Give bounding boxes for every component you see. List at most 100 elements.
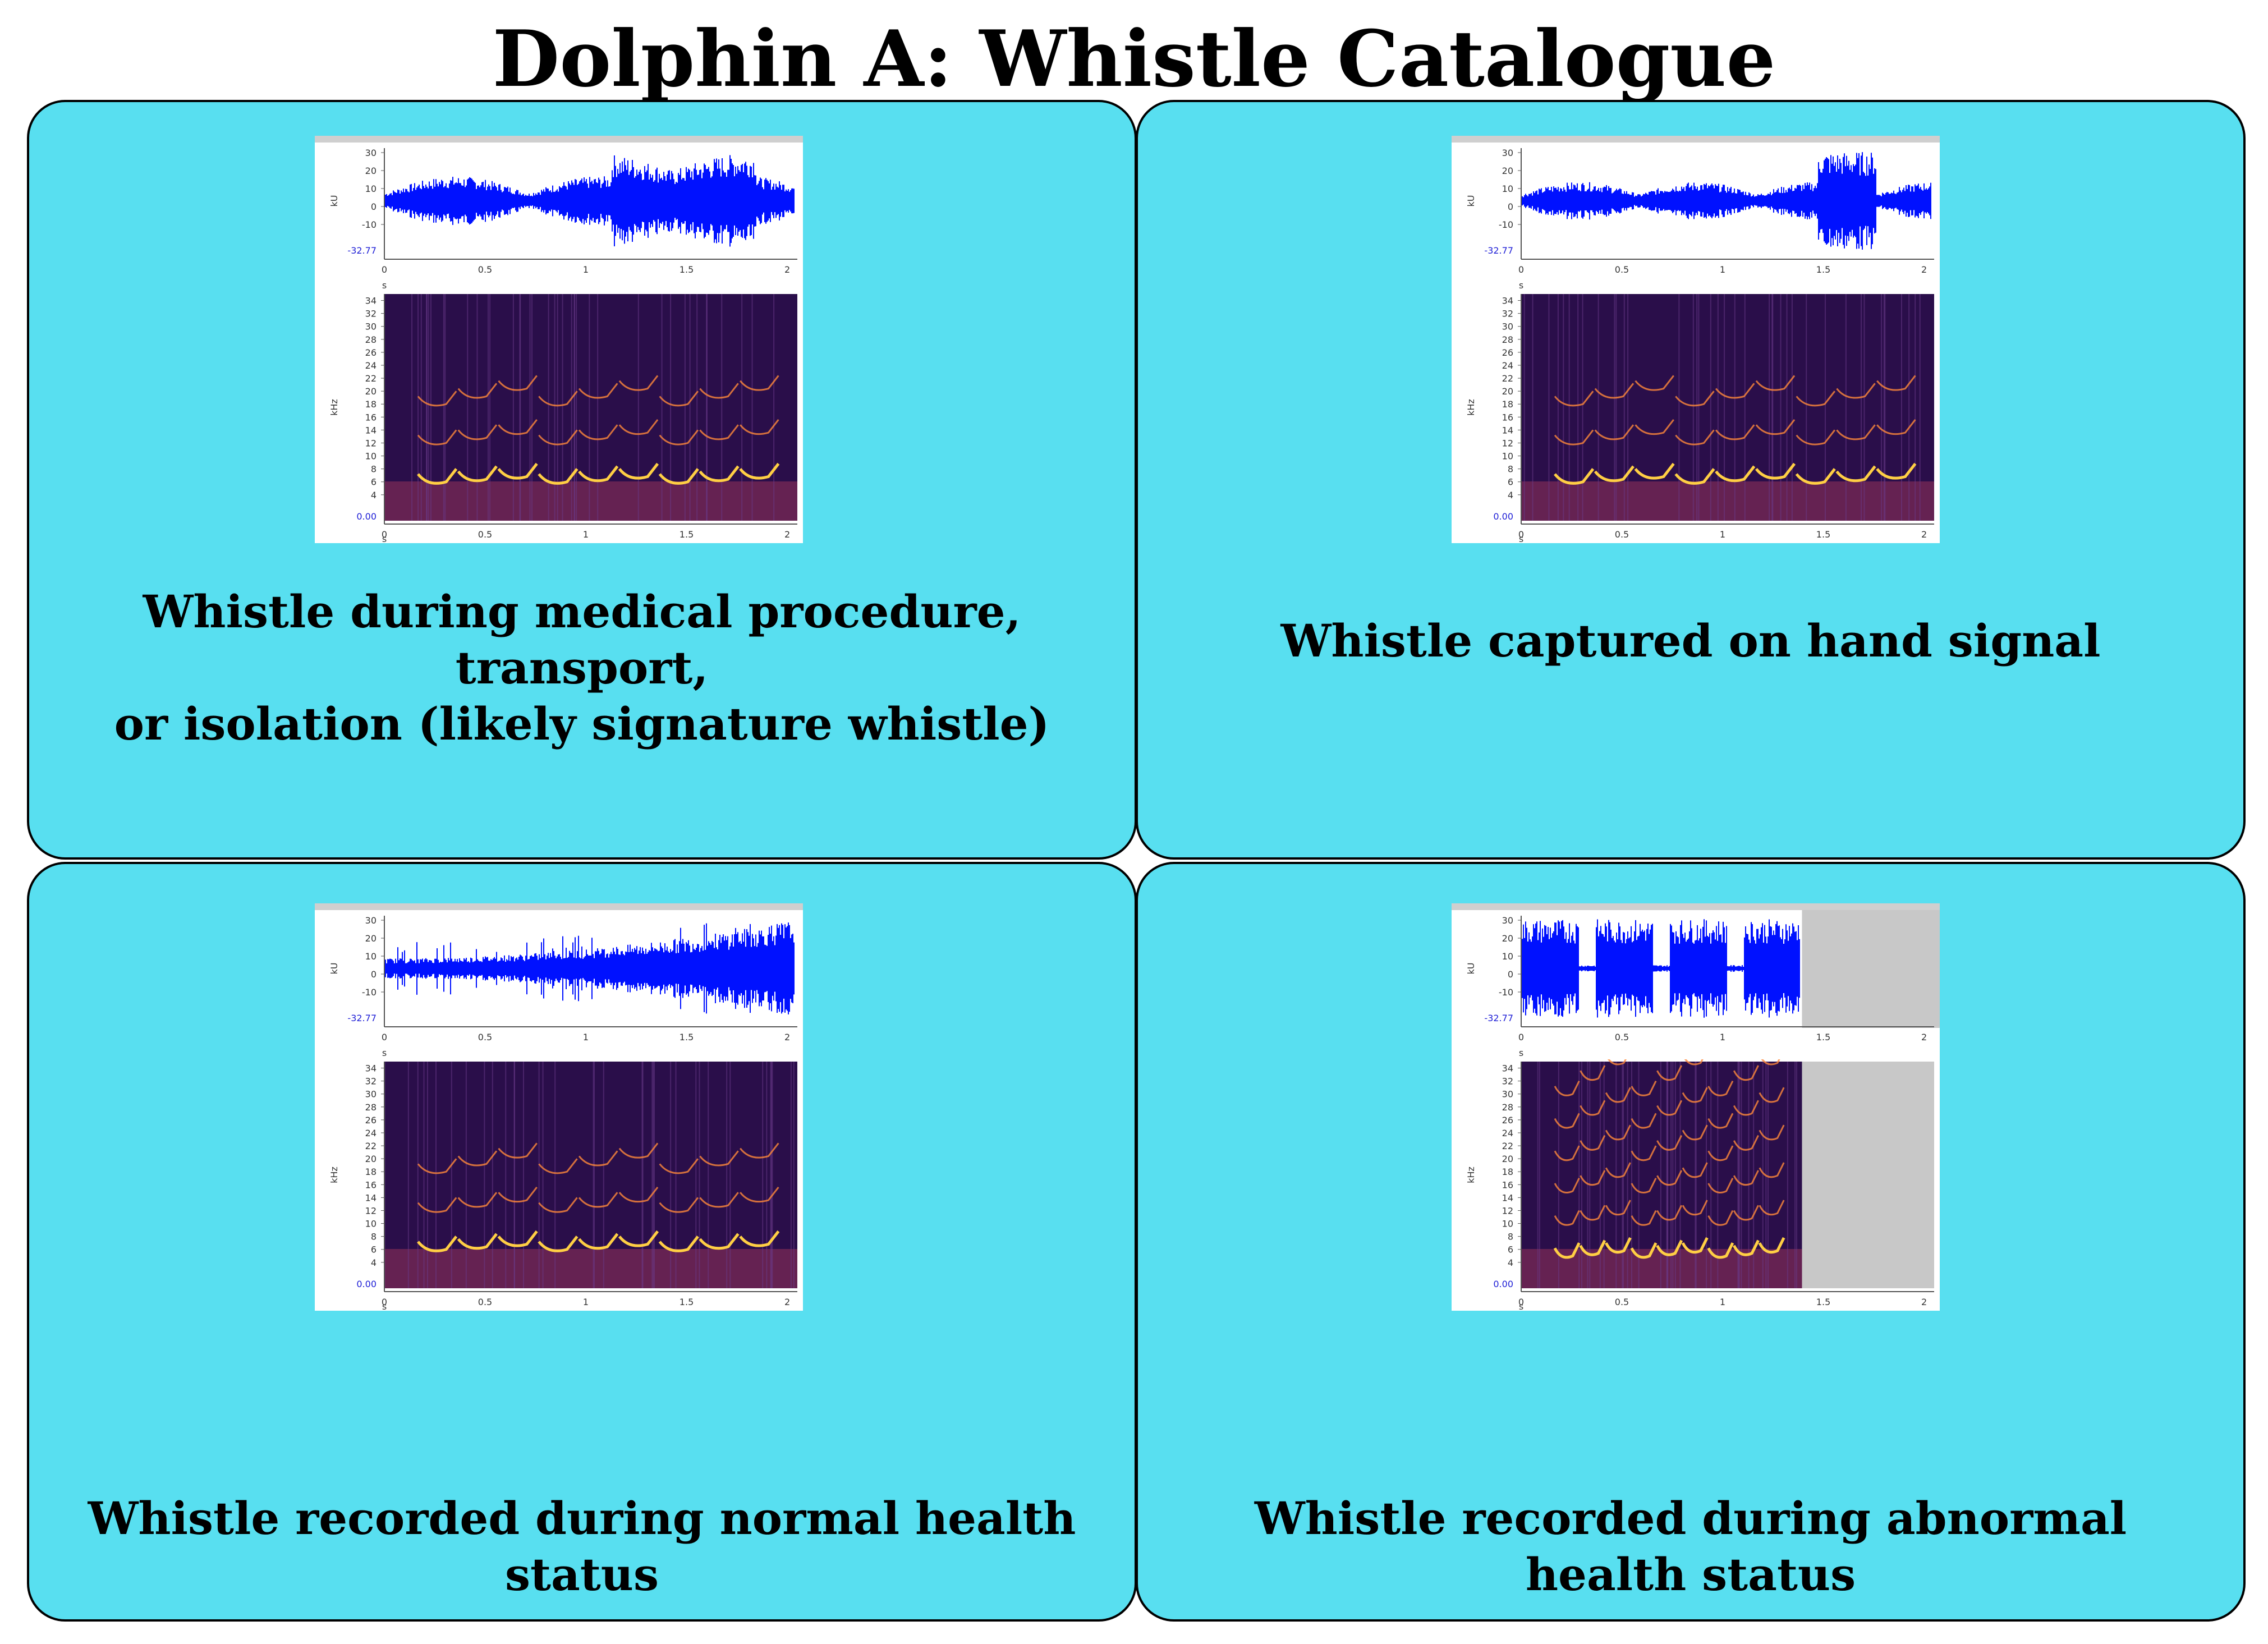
- spectrogram-x-tick-label: 2: [1921, 1297, 1927, 1307]
- spectrogram-tick-label: 34: [1502, 296, 1513, 306]
- spectrogram-tick-label: 6: [371, 1245, 377, 1255]
- spectrogram-tick-label: 12: [1502, 1205, 1513, 1216]
- spectrogram-tick-label: 20: [365, 1154, 377, 1164]
- harmonic-contour: [1554, 1162, 1785, 1193]
- spectrogram-tick-label: 12: [365, 438, 377, 448]
- spectrogram-tick-label: 14: [365, 425, 377, 435]
- spectrogram-x-tick-label: 2: [784, 529, 790, 540]
- harmonic-contour: [417, 419, 779, 446]
- waveform-x-tick-label: 1.5: [1816, 264, 1830, 275]
- waveform-x-unit: s: [1519, 280, 1523, 291]
- waveform-tick-label: 30: [1502, 915, 1513, 926]
- waveform-tick-label: 20: [365, 933, 377, 944]
- waveform-x-tick-label: 1.5: [680, 264, 694, 275]
- spectrogram-tick-label: 12: [365, 1205, 377, 1216]
- waveform-tick-label: 0: [371, 201, 377, 212]
- harmonic-contour: [1554, 1087, 1785, 1129]
- spectrogram-tick-label: 14: [365, 1192, 377, 1203]
- waveform-x-tick-label: 0: [382, 264, 387, 275]
- waveform-x-unit: s: [1519, 1048, 1523, 1058]
- spectrogram-y-label: kHz: [329, 399, 339, 416]
- waveform-tick-label: 20: [1502, 166, 1513, 176]
- waveform-tick-label: -10: [362, 987, 377, 998]
- page-title: Dolphin A: Whistle Catalogue: [492, 13, 1776, 104]
- spectrogram-x-tick-label: 1: [1720, 1297, 1725, 1307]
- spectrogram-tick-label: 28: [365, 1102, 377, 1113]
- spectrogram-zero-label: 0.00: [1493, 1279, 1513, 1289]
- spectrogram-tick-label: 10: [365, 451, 377, 462]
- waveform-x-tick-label: 0: [1518, 264, 1524, 275]
- waveform-trace: [385, 922, 795, 1014]
- spectrogram-x-unit: s: [382, 534, 387, 543]
- spectrogram-x-tick-label: 0: [1518, 529, 1524, 540]
- waveform-tick-label: 20: [1502, 933, 1513, 944]
- spectrogram-low-band: [1521, 1249, 1802, 1288]
- spectrogram-tick-label: 26: [1502, 1115, 1513, 1126]
- harmonic-contour: [417, 1187, 779, 1213]
- spectrogram-tick-label: 30: [1502, 322, 1513, 332]
- spectrogram-x-tick-label: 0.5: [478, 1297, 492, 1307]
- spectrogram-tick-label: 4: [371, 490, 377, 500]
- harmonic-contour: [417, 462, 780, 485]
- spectrogram-tick-label: 30: [365, 322, 377, 332]
- waveform-min-label: -32.77: [347, 1013, 377, 1023]
- spectrogram-x-tick-label: 1.5: [1816, 1297, 1830, 1307]
- spectrogram-tick-label: 20: [1502, 1154, 1513, 1164]
- waveform-x-tick-label: 1: [583, 264, 589, 275]
- spectrogram-x-tick-label: 0: [382, 1297, 387, 1307]
- spectrogram-x-tick-label: 2: [784, 1297, 790, 1307]
- spectrogram-tick-label: 34: [365, 296, 377, 306]
- spectrogram-tick-label: 18: [1502, 399, 1513, 410]
- waveform-x-tick-label: 1.5: [680, 1032, 694, 1043]
- waveform-trace: [385, 155, 795, 247]
- spectrogram-x-tick-label: 1.5: [1816, 529, 1830, 540]
- waveform-tick-label: 30: [365, 915, 377, 926]
- waveform-min-label: -32.77: [347, 245, 377, 256]
- spectrogram-x-tick-label: 0.5: [1615, 529, 1629, 540]
- waveform-x-tick-label: 0: [382, 1032, 387, 1043]
- spectrogram-tick-label: 22: [365, 1141, 377, 1151]
- spectrogram-x-tick-label: 2: [1921, 529, 1927, 540]
- waveform-tick-label: 10: [365, 951, 377, 962]
- spectrogram-tick-label: 16: [1502, 1179, 1513, 1190]
- panel-caption: Whistle recorded during abnormal health …: [1172, 1490, 2210, 1602]
- spectrogram-tick-label: 32: [365, 309, 377, 319]
- spectrogram-tick-label: 12: [1502, 438, 1513, 448]
- spectrogram-tick-label: 6: [371, 477, 377, 488]
- waveform-tick-label: -10: [1499, 219, 1513, 230]
- empty-region: [1802, 910, 1940, 1028]
- spectrogram-tick-label: 20: [1502, 386, 1513, 397]
- waveform-tick-label: 10: [1502, 183, 1513, 194]
- waveform-y-label: kU: [1466, 963, 1476, 975]
- spectrogram-tick-label: 34: [1502, 1063, 1513, 1074]
- waveform-tick-label: -10: [362, 219, 377, 230]
- waveform-x-tick-label: 1.5: [1816, 1032, 1830, 1043]
- waveform-y-label: kU: [329, 195, 339, 207]
- spectrogram-tick-label: 8: [371, 1232, 377, 1242]
- panel-caption: Whistle during medical procedure, transp…: [63, 584, 1101, 752]
- waveform-x-tick-label: 2: [1921, 1032, 1927, 1043]
- waveform-x-tick-label: 0.5: [478, 264, 492, 275]
- harmonic-contour: [1554, 419, 1916, 446]
- spectrogram-tick-label: 20: [365, 386, 377, 397]
- waveform-header-bar: [1452, 903, 1940, 910]
- spectrogram-tick-label: 28: [1502, 334, 1513, 345]
- spectrogram-tick-label: 32: [1502, 309, 1513, 319]
- waveform-min-label: -32.77: [1484, 245, 1513, 256]
- spectrogram-zero-label: 0.00: [1493, 511, 1513, 522]
- spectrogram-tick-label: 18: [1502, 1167, 1513, 1177]
- harmonic-contour: [1554, 375, 1916, 407]
- waveform-tick-label: 10: [365, 183, 377, 194]
- spectrogram-tick-label: 8: [371, 464, 377, 475]
- harmonic-contour: [417, 1230, 780, 1252]
- spectrogram-tick-label: 10: [365, 1219, 377, 1229]
- spectrogram-x-tick-label: 0.5: [478, 529, 492, 540]
- waveform-x-tick-label: 0.5: [478, 1032, 492, 1043]
- waveform-x-tick-label: 0.5: [1615, 1032, 1629, 1043]
